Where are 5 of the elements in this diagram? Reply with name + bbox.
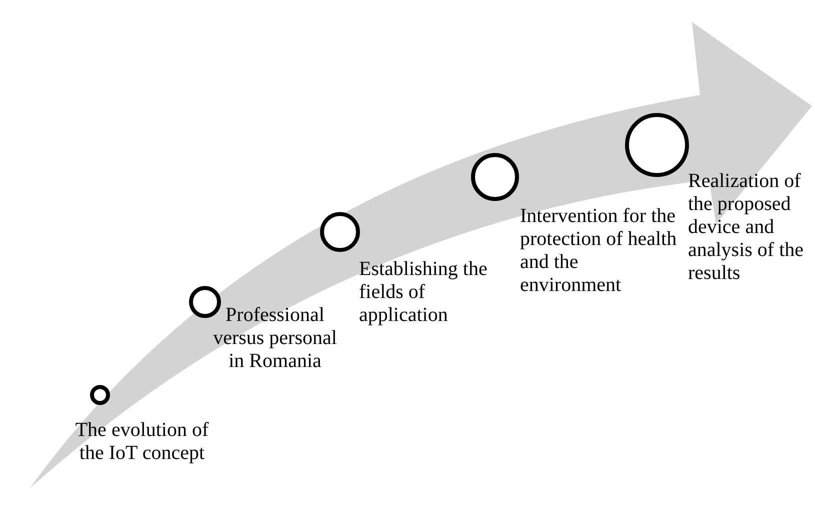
- milestone-label: Professional versus personal in Romania: [212, 304, 338, 373]
- milestone-label: The evolution of the IoT concept: [74, 419, 210, 465]
- milestone-label: Realization of the proposed device and analysis of the results: [688, 170, 805, 285]
- milestone-label: Intervention for the protection of health and the environment: [520, 205, 678, 297]
- milestone-label: Establishing the fields of application: [359, 258, 488, 327]
